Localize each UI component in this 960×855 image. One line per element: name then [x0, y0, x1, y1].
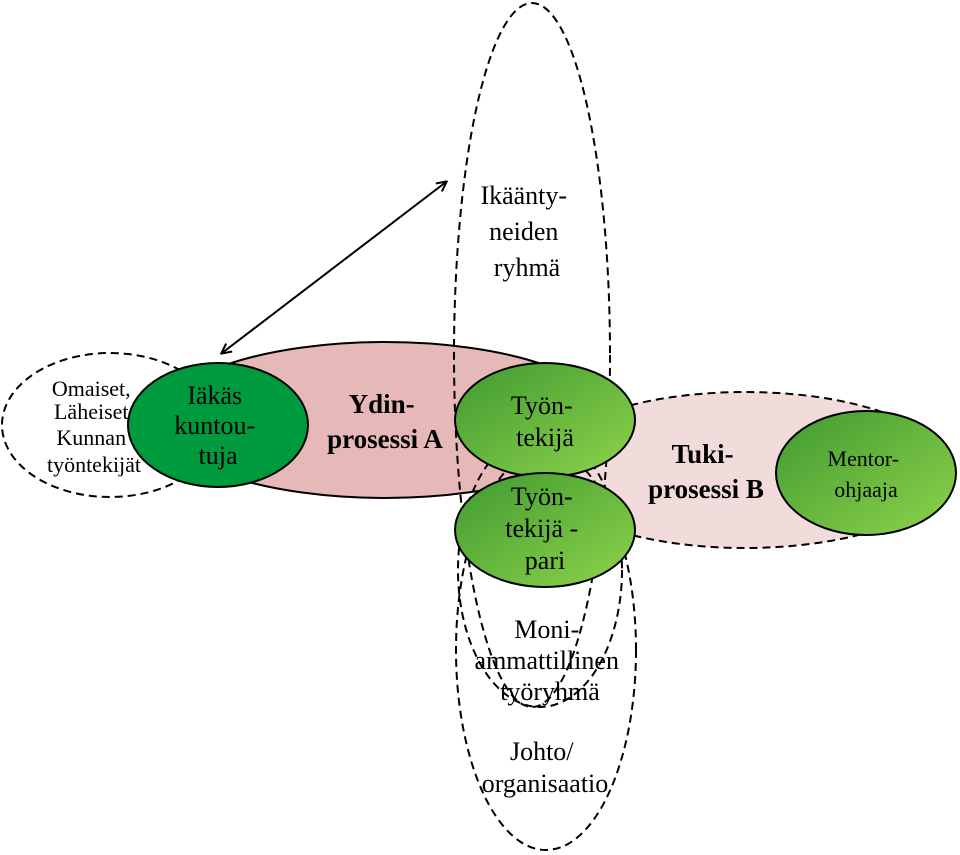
employee-pair-ellipse: [454, 472, 636, 588]
core-process-a-label: Ydin- prosessi A: [327, 389, 443, 454]
employee-pair-label: Työn- tekijä - pari: [505, 482, 584, 575]
employee-ellipse: [454, 362, 636, 478]
elderly-rehabilitee-ellipse: [127, 362, 309, 488]
ageing-group-ellipse: [453, 2, 611, 708]
employee-label: Työn- tekijä: [511, 391, 579, 452]
elderly-rehabilitee-label: Iäkäs kuntou- tuja: [174, 381, 261, 470]
ageing-group-label: Ikäänty- neiden ryhmä: [480, 181, 573, 282]
management-organisation-label: Johto/ organisaatio: [482, 737, 609, 798]
relatives-group-label: Omaiset, Läheiset Kunnan työntekijät: [47, 376, 141, 477]
support-process-b-label: Tuki- prosessi B: [648, 439, 764, 504]
multiprofessional-team-label: Moni- ammattillinen työryhmä: [475, 615, 626, 706]
mentor-ellipse: [775, 410, 957, 536]
double-arrow: [222, 182, 446, 353]
mentor-label: Mentor- ohjaaja: [827, 446, 904, 502]
